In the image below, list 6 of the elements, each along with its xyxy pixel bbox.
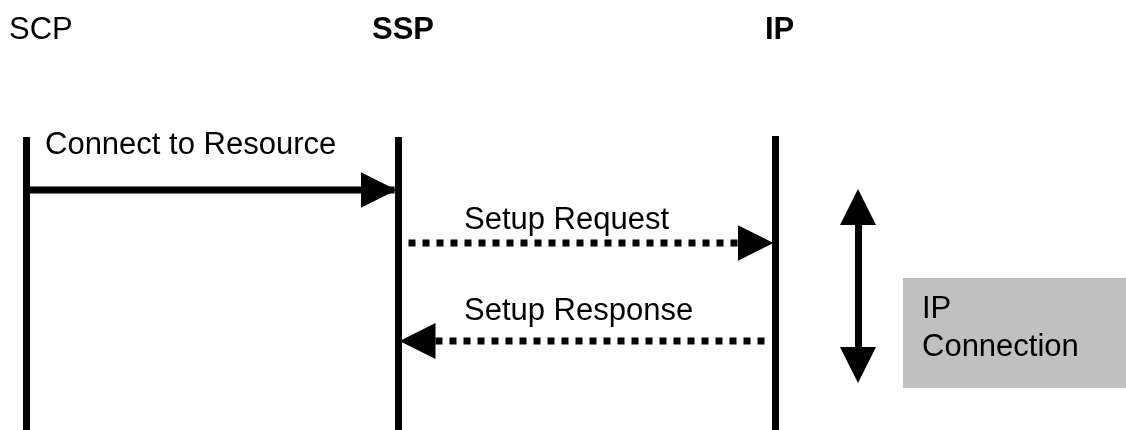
participant-name: SSP	[372, 13, 435, 44]
note-text: IP Connection	[922, 289, 1080, 365]
participant-name: SCP	[9, 13, 73, 44]
participant-name: IP	[765, 13, 795, 44]
arrow	[29, 172, 397, 208]
note-box	[903, 278, 1126, 388]
